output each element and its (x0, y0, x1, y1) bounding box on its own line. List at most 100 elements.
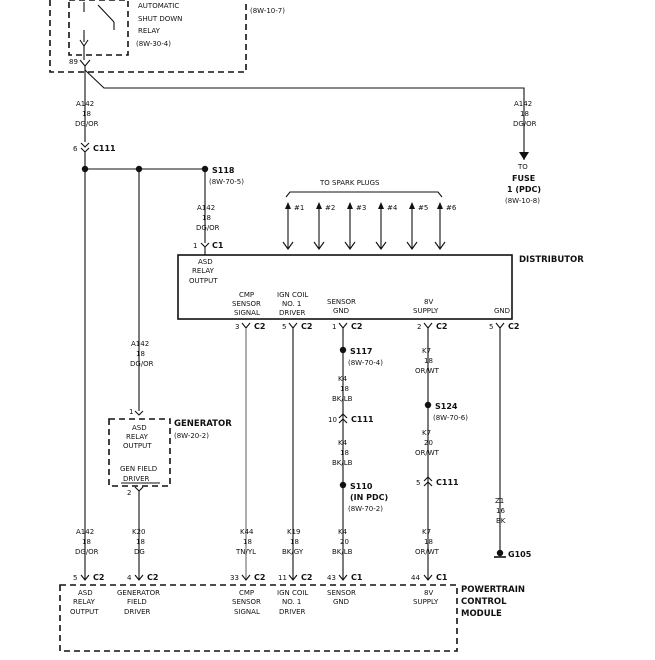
connector-pin: 6 (73, 145, 78, 153)
connector-name: C111 (351, 415, 374, 424)
wire-circuit: A142 (76, 100, 94, 108)
splice-name: S110 (350, 482, 373, 491)
wire-gauge: 18 (520, 110, 529, 118)
spark-plug-6: #6 (434, 202, 457, 250)
pcm-pin-gen: 4 C2 (127, 573, 158, 582)
dist-cmp-label: SENSOR (232, 300, 261, 308)
connector-pin: 1 (193, 242, 197, 250)
svg-text:33: 33 (230, 574, 239, 582)
wire-gauge: 18 (136, 350, 145, 358)
dist-cmp-label: SIGNAL (234, 309, 260, 317)
wire-color: DG/OR (513, 120, 537, 128)
c111-connector-icon (80, 142, 90, 153)
pcm-asd-label: RELAY (73, 598, 96, 606)
distributor-title: DISTRIBUTOR (519, 255, 584, 265)
svg-text:A142: A142 (76, 528, 94, 536)
dist-8v-label: 8V (424, 298, 433, 306)
wire-color: DG/OR (75, 120, 99, 128)
connector-pin: 10 (328, 416, 337, 424)
svg-text:#6: #6 (446, 204, 457, 212)
fuse-to: TO (517, 163, 528, 171)
dist-gnd-label: GND (494, 307, 510, 315)
dist-asd-label: RELAY (192, 267, 215, 275)
distributor-box (177, 254, 513, 320)
svg-text:C2: C2 (254, 322, 265, 331)
svg-text:#2: #2 (325, 204, 335, 212)
splice-ref: (8W-70-6) (433, 414, 468, 422)
svg-text:#3: #3 (356, 204, 366, 212)
pcm-gen-label: DRIVER (124, 608, 151, 616)
bottom-wire-k4: K4 20 BK/LB (332, 528, 353, 556)
bottom-wire-a142: A142 18 DG/OR (75, 528, 99, 556)
relay-contact (97, 4, 115, 23)
dist-pin-cmp: 3 C2 (235, 322, 265, 331)
fuse-label: FUSE (512, 174, 535, 183)
wire-circuit: K7 (422, 429, 431, 437)
splice-dot-s117 (339, 346, 347, 354)
splice-name: S124 (435, 402, 458, 411)
svg-text:C1: C1 (351, 573, 363, 582)
connector-pin: 5 (416, 479, 420, 487)
pcm-gen-label: GENERATOR (117, 589, 160, 597)
spark-plug-outputs: #1 #2 #3 #4 #5 (282, 202, 457, 250)
svg-text:11: 11 (278, 574, 287, 582)
wire-gauge: 20 (424, 439, 433, 447)
wire-color: OR/WT (415, 449, 440, 457)
svg-text:DG: DG (134, 548, 145, 556)
gen-field-label: GEN FIELD (120, 465, 157, 473)
svg-text:BK/LB: BK/LB (332, 548, 353, 556)
svg-text:18: 18 (290, 538, 299, 546)
wire-gauge: 18 (424, 357, 433, 365)
generator-ref: (8W-20-2) (174, 432, 209, 440)
generator-pin-bottom: 2 (127, 489, 131, 497)
spark-plug-2: #2 (313, 202, 335, 250)
wire-gauge: 18 (202, 214, 211, 222)
wire-color: OR/WT (415, 367, 440, 375)
svg-text:#5: #5 (418, 204, 428, 212)
svg-text:K4: K4 (338, 528, 348, 536)
svg-text:#1: #1 (294, 204, 304, 212)
svg-text:5: 5 (73, 574, 77, 582)
svg-text:K20: K20 (132, 528, 146, 536)
pcm-ign-label: DRIVER (279, 608, 306, 616)
wire-circuit: A142 (514, 100, 532, 108)
svg-text:C1: C1 (436, 573, 448, 582)
svg-text:C2: C2 (147, 573, 158, 582)
relay-label-3: RELAY (138, 27, 161, 35)
spark-plug-1: #1 (282, 202, 304, 250)
svg-text:#4: #4 (387, 204, 398, 212)
wire-gauge: 18 (82, 110, 91, 118)
pcm-sgnd-label: GND (333, 598, 349, 606)
pcm-asd-label: OUTPUT (70, 608, 99, 616)
bottom-wire-k44: K44 18 TN/YL (235, 528, 256, 556)
pcm-title: CONTROL (461, 597, 507, 607)
pcm-pin-ign: 11 C2 (278, 573, 312, 582)
dist-asd-label: OUTPUT (189, 277, 218, 285)
fuse-arrow-icon (519, 152, 529, 160)
svg-text:TN/YL: TN/YL (235, 548, 256, 556)
splice-ref: (8W-70-2) (348, 505, 383, 513)
wire-color: DG/OR (196, 224, 220, 232)
wire-color: DG/OR (130, 360, 154, 368)
generator-pin-1-icon (134, 410, 144, 416)
dist-sgnd-label: GND (333, 307, 349, 315)
spark-plug-3: #3 (344, 202, 366, 250)
dist-pin-ign: 5 C2 (282, 322, 312, 331)
splice-name: S117 (350, 347, 372, 356)
dist-cmp-label: CMP (239, 291, 254, 299)
generator-pin-2-icon (134, 486, 144, 492)
wire-color: BK/LB (332, 459, 353, 467)
svg-text:3: 3 (235, 323, 239, 331)
pcm-box (59, 584, 458, 652)
bottom-wire-k20: K20 18 DG (132, 528, 146, 556)
wire-circuit: Z1 (495, 497, 504, 505)
spark-plug-4: #4 (375, 202, 398, 250)
pcm-pin-sgnd: 43 C1 (327, 573, 363, 582)
dist-ign-label: NO. 1 (282, 300, 301, 308)
pcm-pin-8v: 44 C1 (411, 573, 448, 582)
dist-pin-gnd: 5 C2 (489, 322, 519, 331)
svg-text:DG/OR: DG/OR (75, 548, 99, 556)
splice-ref: (8W-70-4) (348, 359, 383, 367)
pcm-cmp-label: SIGNAL (234, 608, 260, 616)
pcm-cmp-label: SENSOR (232, 598, 261, 606)
